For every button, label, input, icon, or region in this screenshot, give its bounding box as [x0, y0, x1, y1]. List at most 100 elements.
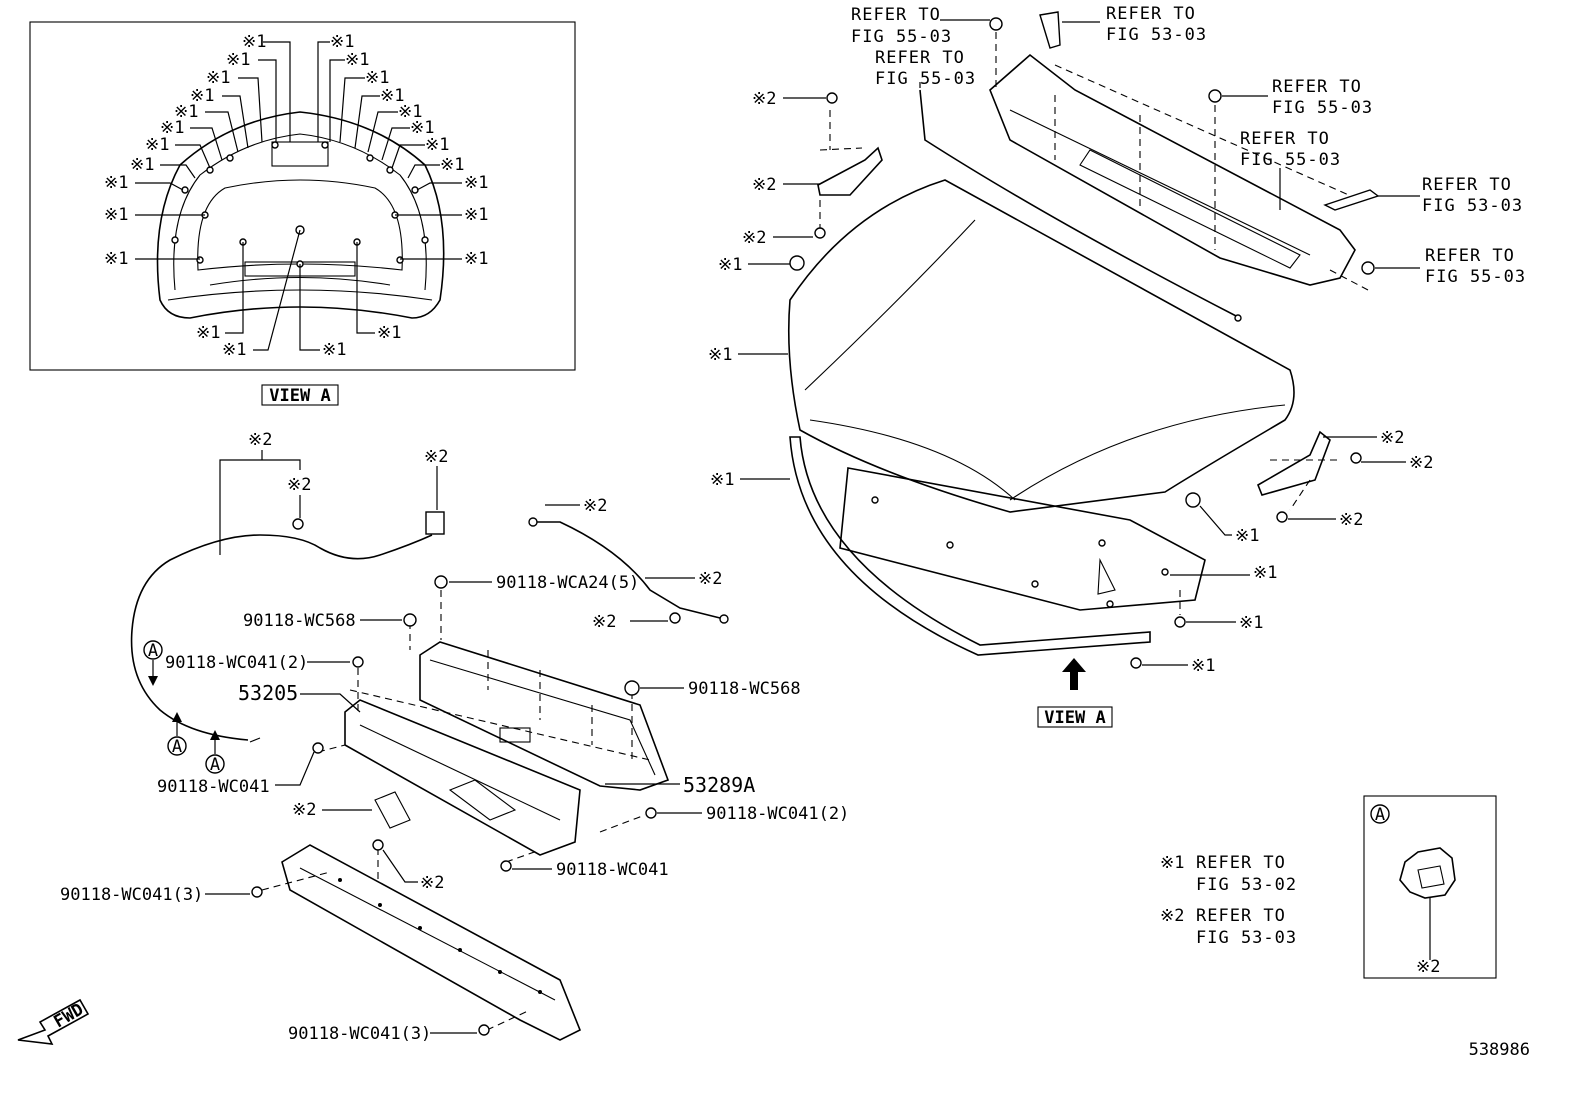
support-mark-2: ※2	[420, 873, 444, 893]
clip-icon	[1361, 261, 1375, 275]
bolt-icon	[500, 860, 512, 872]
cowl-louver	[989, 53, 1356, 286]
inset-mark-1: ※1	[330, 32, 354, 52]
cable-end-bracket	[425, 511, 445, 535]
part-label-wca24: 90118-WCA24(5)	[496, 573, 639, 593]
hood-front-weatherstrip	[789, 436, 1151, 656]
bumper-icon	[789, 255, 805, 271]
hinge-bolt-mark-2: ※2	[1409, 453, 1433, 473]
weatherstrip-mark-1: ※1	[710, 470, 734, 490]
inset-mark-1: ※1	[380, 86, 404, 106]
clip-icon	[1130, 657, 1142, 669]
bolt-icon	[826, 92, 838, 104]
inset-mark-1: ※1	[464, 249, 488, 269]
inset-clip-holes	[171, 141, 429, 268]
bolt-icon	[312, 742, 324, 754]
lock-assembly: 90118-WCA24(5) 90118-WC568 90118-WC041(2…	[60, 573, 849, 1044]
hinge-mark-2: ※2	[752, 175, 776, 195]
refer-to-text: REFER TO	[1425, 246, 1515, 266]
inset-mark-1: ※1	[345, 50, 369, 70]
view-a-label-inset: VIEW A	[261, 384, 339, 406]
hood-underside-opening	[197, 179, 403, 271]
inset-mark-1: ※1	[398, 102, 422, 122]
hood-insulator	[839, 467, 1206, 611]
detail-a-box: A ※2	[1363, 795, 1497, 979]
legend-mark: ※1	[1160, 853, 1184, 873]
callout-a: A	[148, 641, 158, 661]
clip-icon	[989, 17, 1003, 31]
detail-a-letter: A	[1375, 805, 1385, 825]
refer-fig-55-03: FIG 55-03	[875, 69, 976, 89]
cable-mark-2: ※2	[248, 430, 272, 450]
refer-to-text: REFER TO	[1106, 4, 1196, 24]
lock-support-53205	[344, 699, 581, 856]
inset-mark-1: ※1	[464, 205, 488, 225]
bolt-icon	[372, 839, 384, 851]
rod-mark-2: ※2	[583, 496, 607, 516]
part-label-wc041: 90118-WC041	[556, 860, 669, 880]
refer-to-text: REFER TO	[875, 48, 965, 68]
bumper-icon	[1185, 492, 1201, 508]
hood-panel	[787, 179, 1295, 513]
lock-cover-53289a	[419, 641, 670, 791]
cowl-end-seal	[1323, 189, 1380, 211]
part-label-53289a: 53289A	[683, 773, 755, 797]
bracket-mark-2: ※2	[424, 447, 448, 467]
bolt-icon	[624, 680, 640, 696]
bolt-icon	[645, 807, 657, 819]
inset-mark-1: ※1	[322, 340, 346, 360]
hood-to-cowl-seal	[919, 89, 1241, 319]
refer-fig-55-03: FIG 55-03	[1272, 98, 1373, 118]
view-a-caption: VIEW A	[1044, 708, 1105, 728]
hood-hinge-lh	[817, 146, 883, 196]
legend-line1: REFER TO	[1196, 906, 1286, 926]
cowl-side-cover	[1039, 11, 1061, 49]
legend-line2: FIG 53-02	[1196, 875, 1297, 895]
callout-a: A	[172, 737, 182, 757]
bolt-icon	[251, 886, 263, 898]
fwd-label: FWD	[51, 1000, 88, 1033]
bolt-icon	[814, 227, 826, 239]
view-a-arrow-icon	[1062, 658, 1086, 690]
inset-mark-1: ※1	[145, 135, 169, 155]
bolt-icon	[352, 656, 364, 668]
bolt-icon	[403, 613, 417, 627]
inset-mark-1: ※1	[196, 323, 220, 343]
refer-to-text: REFER TO	[1422, 175, 1512, 195]
part-label-wc041-2: 90118-WC041(2)	[706, 804, 849, 824]
refer-fig-55-03: FIG 55-03	[851, 27, 952, 47]
inset-mark-1: ※1	[222, 340, 246, 360]
detail-a-frame	[1363, 795, 1497, 979]
callout-a-circle	[143, 640, 163, 660]
clip-icon	[1208, 89, 1222, 103]
support-rod-line	[535, 521, 721, 619]
radiator-support-upper	[281, 844, 582, 1041]
diagram-number: 538986	[1469, 1040, 1530, 1060]
hinge-bolt-mark-2: ※2	[1339, 510, 1363, 530]
part-label-wc568: 90118-WC568	[243, 611, 356, 631]
inset-mark-1: ※1	[130, 155, 154, 175]
refer-to-text: REFER TO	[1240, 129, 1330, 149]
cable-clamp-icon	[1399, 847, 1456, 899]
refer-fig-55-03: FIG 55-03	[1240, 150, 1341, 170]
hood-support-rod: ※2 ※2 ※2	[528, 496, 729, 632]
inset-mark-1: ※1	[377, 323, 401, 343]
callout-a: A	[210, 755, 220, 775]
cable-clip-mark-2: ※2	[287, 475, 311, 495]
refer-to-text: REFER TO	[851, 5, 941, 25]
hood-underside-inner-frame	[173, 133, 427, 291]
rod-holder-mark-2: ※2	[592, 612, 616, 632]
part-label-wc041-3: 90118-WC041(3)	[288, 1024, 431, 1044]
inset-mark-1: ※1	[104, 249, 128, 269]
clip-mark-1: ※1	[1191, 656, 1215, 676]
bolt-icon	[1276, 511, 1288, 523]
bolt-icon	[434, 575, 448, 589]
inset-mark-1: ※1	[206, 68, 230, 88]
part-label-53205: 53205	[238, 681, 298, 705]
inset-frame	[29, 21, 576, 371]
legend: ※1 REFER TO FIG 53-02 ※2 REFER TO FIG 53…	[1160, 853, 1297, 948]
hood-mark-1: ※1	[708, 345, 732, 365]
clip-mark-1: ※1	[1239, 613, 1263, 633]
fwd-arrow-icon: FWD	[17, 998, 90, 1045]
insulator-mark-1: ※1	[1253, 563, 1277, 583]
